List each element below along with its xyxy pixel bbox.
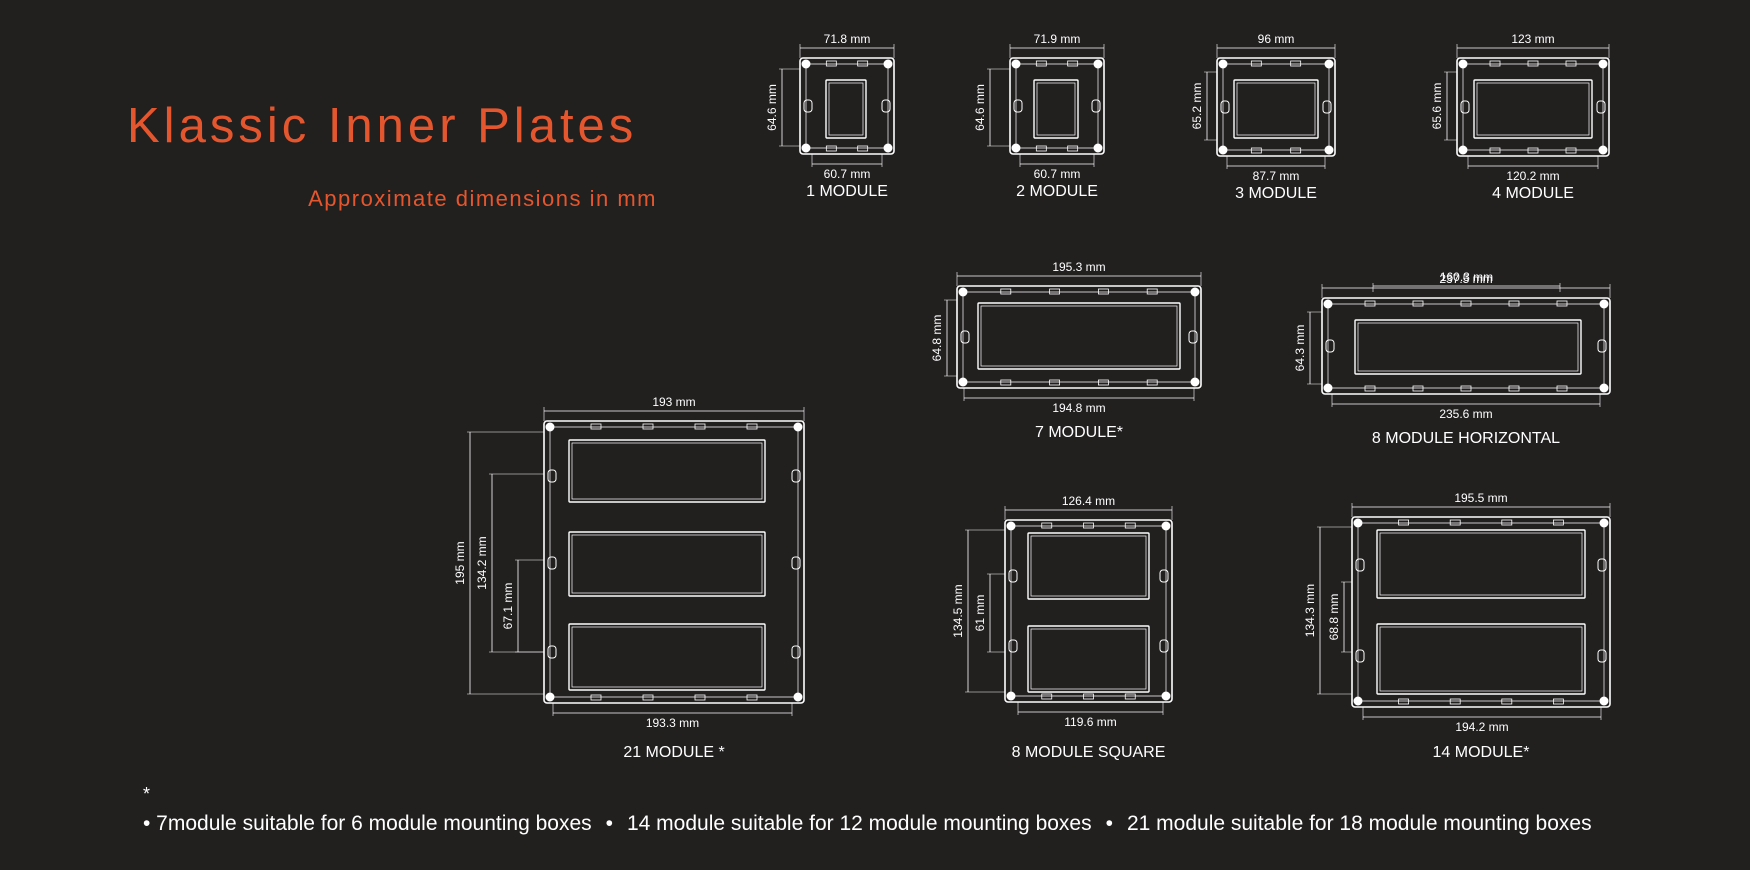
dimension-bottom: 193.3 mm bbox=[646, 716, 699, 730]
dimension-bottom: 194.2 mm bbox=[1455, 720, 1508, 734]
plate-label: 8 MODULE SQUARE bbox=[1012, 744, 1166, 761]
plate-m3: 96 mm 87.7 mm 65.2 mm 3 MODULE bbox=[1190, 32, 1336, 202]
plate-m7: 195.3 mm 194.8 mm 64.8 mm 7 MODULE* bbox=[930, 260, 1202, 441]
dimension-left: 64.6 mm bbox=[973, 84, 987, 131]
footnote: • 7module suitable for 6 module mounting… bbox=[143, 812, 1592, 836]
dimension-bottom: 235.6 mm bbox=[1439, 407, 1492, 421]
dimension-top: 96 mm bbox=[1258, 32, 1295, 46]
dimension-left: 64.6 mm bbox=[765, 84, 779, 131]
dimension-bottom: 87.7 mm bbox=[1253, 169, 1300, 183]
dimension-top: 126.4 mm bbox=[1062, 494, 1115, 508]
plate-m14: 195.5 mm 194.2 mm 134.3 mm 68.8 mm 14 MODULE… bbox=[1303, 491, 1611, 761]
dimension-left: 134.5 mm bbox=[951, 584, 965, 637]
dimension-top: 195.3 mm bbox=[1052, 260, 1105, 274]
dimension-bottom: 194.8 mm bbox=[1052, 401, 1105, 415]
footnote-item-7module: • 7module suitable for 6 module mounting… bbox=[143, 812, 592, 835]
footnote-item-21module: 21 module suitable for 18 module mountin… bbox=[1126, 812, 1592, 835]
dimension-top-inner: 160.3 mm bbox=[1440, 270, 1493, 284]
page-subtitle: Approximate dimensions in mm bbox=[308, 186, 657, 211]
dimension-bottom: 60.7 mm bbox=[1034, 167, 1081, 181]
plate-label: 8 MODULE HORIZONTAL bbox=[1372, 430, 1560, 447]
plate-label: 21 MODULE * bbox=[623, 744, 724, 761]
dimension-left: 61 mm bbox=[973, 595, 987, 632]
footnote-bullet: • bbox=[1105, 812, 1113, 835]
dimension-left: 65.2 mm bbox=[1190, 83, 1204, 130]
dimension-top: 193 mm bbox=[652, 395, 695, 409]
plate-label: 14 MODULE* bbox=[1433, 744, 1530, 761]
plate-label: 2 MODULE bbox=[1016, 183, 1098, 200]
dimension-top: 195.5 mm bbox=[1454, 491, 1507, 505]
dimension-left: 65.6 mm bbox=[1430, 83, 1444, 130]
plate-m8s: 126.4 mm 119.6 mm 134.5 mm 61 mm 8 MODULE SQ… bbox=[951, 494, 1173, 761]
footnote-bullet: • bbox=[605, 812, 613, 835]
dimension-bottom: 60.7 mm bbox=[824, 167, 871, 181]
plate-m1: 71.8 mm 60.7 mm 64.6 mm 1 MODULE bbox=[765, 32, 895, 200]
dimension-bottom: 120.2 mm bbox=[1506, 169, 1559, 183]
plate-label: 4 MODULE bbox=[1492, 185, 1574, 202]
dimension-left: 195 mm bbox=[453, 541, 467, 584]
dimension-left: 67.1 mm bbox=[501, 583, 515, 630]
page-title: Klassic Inner Plates bbox=[127, 99, 638, 153]
dimension-left: 134.3 mm bbox=[1303, 584, 1317, 637]
plate-m21: 193 mm 193.3 mm 195 mm 134.2 mm 67.1 mm 21 MO… bbox=[453, 395, 805, 761]
footnote-item-14module: 14 module suitable for 12 module mountin… bbox=[626, 812, 1092, 835]
dimension-bottom: 119.6 mm bbox=[1064, 715, 1116, 729]
dimension-left: 134.2 mm bbox=[475, 536, 489, 589]
plate-m2: 71.9 mm 60.7 mm 64.6 mm 2 MODULE bbox=[973, 32, 1105, 200]
plate-label: 7 MODULE* bbox=[1035, 424, 1123, 441]
footnote-star: * bbox=[143, 784, 151, 804]
plate-m4: 123 mm 120.2 mm 65.6 mm 4 MODULE bbox=[1430, 32, 1610, 202]
dimension-left: 64.8 mm bbox=[930, 315, 944, 362]
plate-label: 3 MODULE bbox=[1235, 185, 1317, 202]
dimension-top: 71.9 mm bbox=[1034, 32, 1081, 46]
plate-label: 1 MODULE bbox=[806, 183, 888, 200]
dimension-left: 64.3 mm bbox=[1293, 325, 1307, 372]
dimension-left: 68.8 mm bbox=[1327, 594, 1341, 641]
dimension-top: 237.5 mm bbox=[1439, 272, 1492, 286]
dimension-top: 123 mm bbox=[1511, 32, 1554, 46]
dimension-top: 71.8 mm bbox=[824, 32, 871, 46]
